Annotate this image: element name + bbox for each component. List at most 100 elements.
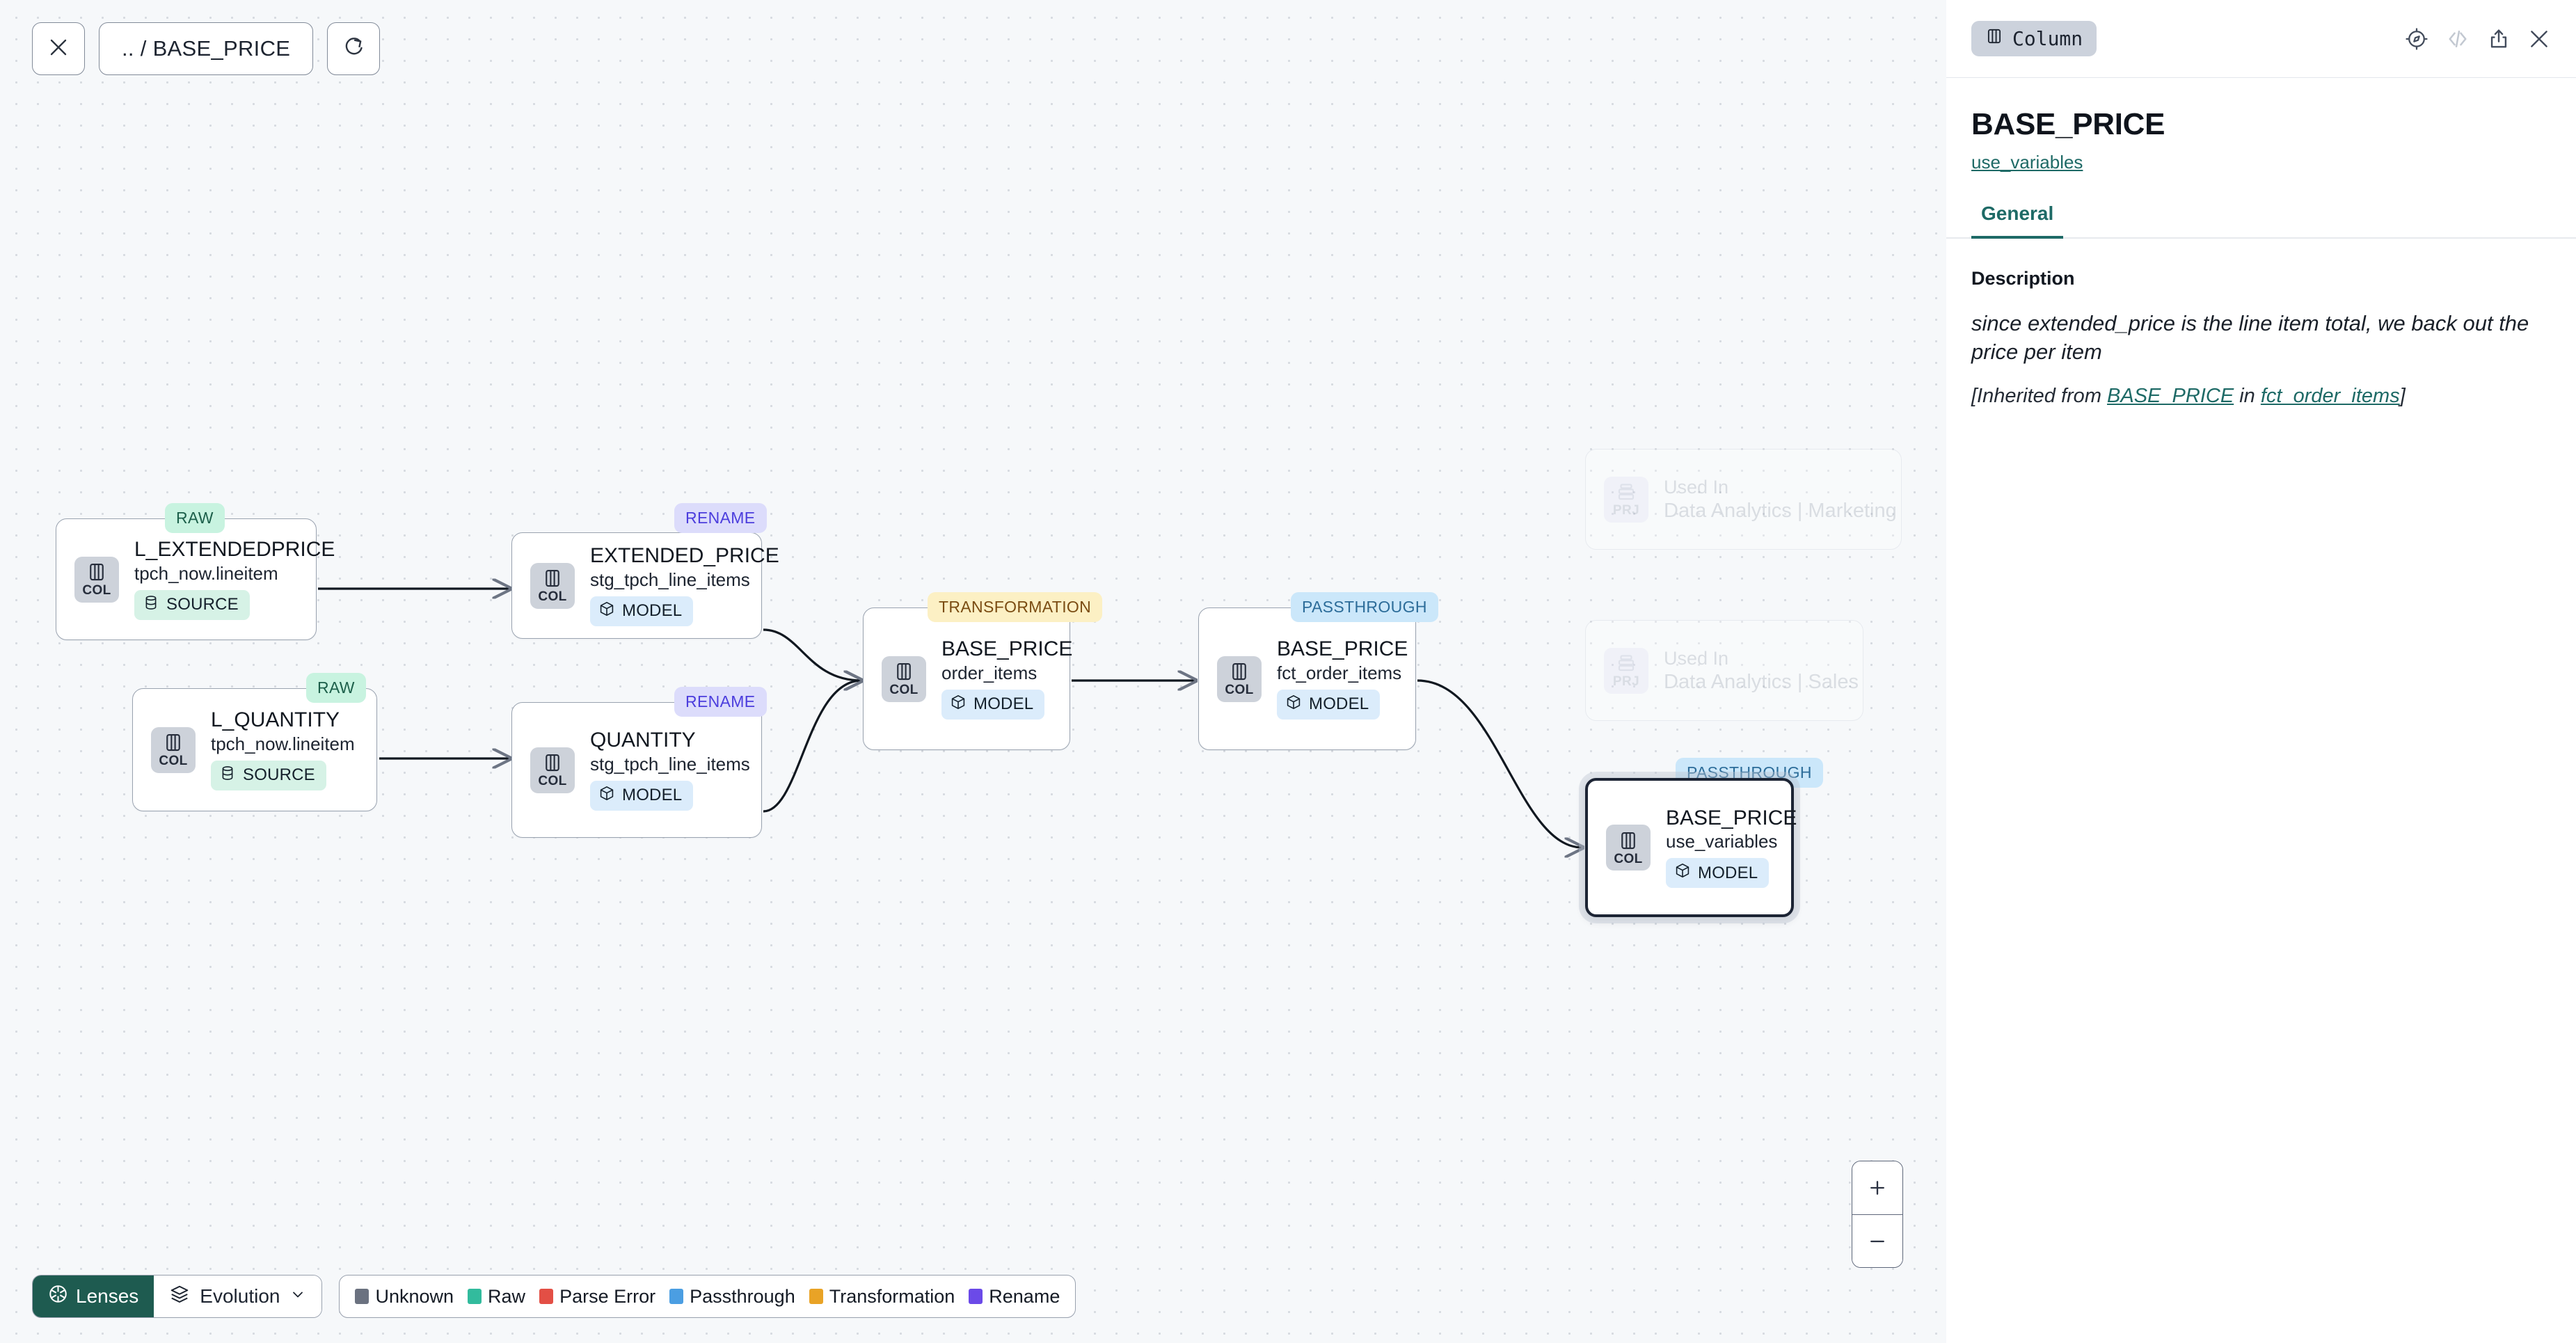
refresh-icon (342, 36, 365, 62)
code-view-icon[interactable] (2445, 26, 2470, 51)
node-kind-badge: MODEL (590, 780, 694, 811)
node-kind-badge: MODEL (1277, 689, 1381, 720)
lens-control-group: Lenses Evolution (32, 1275, 323, 1318)
zoom-out-button[interactable] (1852, 1214, 1902, 1267)
col-icon: COL (882, 655, 926, 702)
refresh-button[interactable] (327, 22, 381, 75)
node-kind-label: MODEL (1309, 694, 1369, 714)
col-icon: COL (151, 726, 196, 773)
legend-label: Unknown (375, 1285, 454, 1307)
minus-icon (1868, 1232, 1887, 1251)
cube-icon (950, 694, 967, 715)
used-in-label: Used In (1664, 647, 1729, 669)
legend-label: Raw (488, 1285, 526, 1307)
legend-label: Transformation (829, 1285, 955, 1307)
lenses-button[interactable]: Lenses (33, 1276, 154, 1317)
explore-compass-icon[interactable] (2405, 27, 2428, 51)
legend-swatch (355, 1289, 369, 1304)
node-kind-label: SOURCE (243, 765, 315, 785)
legend-swatch (468, 1289, 482, 1304)
model-link[interactable]: use_variables (1971, 152, 2083, 173)
breadcrumb-label: .. / BASE_PRICE (122, 36, 291, 61)
legend-label: Rename (989, 1285, 1060, 1307)
used-in-value: Data Analytics | Sales (1664, 670, 1859, 693)
col-icon-label: COL (159, 754, 188, 768)
prj-icon: PRJ (1604, 647, 1648, 694)
legend-item-parse-error[interactable]: Parse Error (539, 1286, 655, 1308)
cube-icon (1674, 862, 1691, 884)
node-title: L_QUANTITY (211, 708, 340, 732)
col-icon-label: COL (538, 589, 567, 604)
zoom-in-button[interactable] (1852, 1161, 1902, 1214)
cube-icon (598, 785, 615, 806)
legend-item-unknown[interactable]: Unknown (355, 1286, 454, 1308)
col-icon: COL (530, 562, 575, 609)
col-icon-label: COL (538, 774, 567, 788)
lens-tag-raw: RAW (306, 673, 366, 703)
inherited-suffix: ] (2399, 385, 2406, 408)
node-title: L_EXTENDEDPRICE (134, 538, 335, 562)
evolution-dropdown[interactable]: Evolution (154, 1276, 322, 1317)
details-panel-body: Description since extended_price is the … (1946, 239, 2576, 408)
node-title: BASE_PRICE (1666, 806, 1797, 829)
col-icon-label: COL (889, 683, 919, 697)
node-title: QUANTITY (590, 729, 696, 752)
close-button[interactable] (32, 22, 85, 75)
node-kind-badge: SOURCE (134, 589, 250, 620)
legend-label: Parse Error (559, 1285, 656, 1307)
col-icon-label: COL (82, 583, 111, 598)
details-panel-header: Column (1946, 0, 2576, 78)
column-type-badge: Column (1971, 21, 2097, 56)
node-subtitle: fct_order_items (1277, 662, 1402, 683)
details-panel-title-block: BASE_PRICE use_variables (1946, 78, 2576, 173)
details-panel-actions (2405, 26, 2551, 51)
legend-swatch (969, 1289, 983, 1304)
node-subtitle: tpch_now.lineitem (134, 562, 278, 584)
legend-swatch (809, 1289, 823, 1304)
column-type-label: Column (2012, 27, 2083, 50)
column-icon (1985, 27, 2003, 50)
aperture-icon (48, 1284, 68, 1309)
inherited-column-link[interactable]: BASE_PRICE (2107, 385, 2234, 408)
tab-general[interactable]: General (1971, 202, 2064, 239)
canvas-toolbar: .. / BASE_PRICE (32, 22, 381, 75)
legend-item-passthrough[interactable]: Passthrough (669, 1286, 795, 1308)
breadcrumb[interactable]: .. / BASE_PRICE (99, 22, 314, 75)
legend-item-rename[interactable]: Rename (969, 1286, 1060, 1308)
legend-item-raw[interactable]: Raw (468, 1286, 525, 1308)
zoom-controls (1852, 1161, 1903, 1268)
share-icon[interactable] (2487, 27, 2511, 51)
inherited-prefix: [Inherited from (1971, 385, 2108, 408)
lenses-label: Lenses (76, 1285, 139, 1307)
chevron-down-icon (289, 1285, 306, 1308)
prj-icon-label: PRJ (1612, 674, 1640, 689)
legend-item-transformation[interactable]: Transformation (809, 1286, 955, 1308)
node-subtitle: order_items (941, 662, 1037, 683)
legend-label: Passthrough (690, 1285, 795, 1307)
lens-tag-passthrough: PASSTHROUGH (1291, 592, 1438, 622)
col-icon-label: COL (1225, 683, 1254, 697)
col-icon: COL (1606, 825, 1651, 871)
node-title: BASE_PRICE (1277, 637, 1408, 661)
evolution-label: Evolution (200, 1285, 280, 1307)
inherited-model-link[interactable]: fct_order_items (2260, 385, 2400, 408)
legend-swatch (539, 1289, 554, 1304)
node-kind-badge: SOURCE (211, 760, 326, 790)
panel-close-icon[interactable] (2527, 27, 2551, 51)
